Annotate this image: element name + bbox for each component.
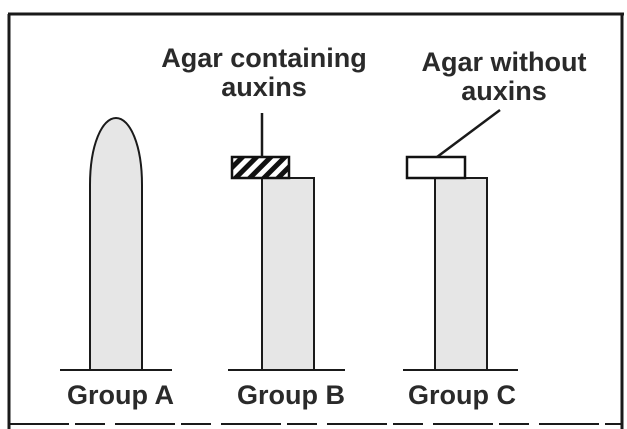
label-agar-without-auxins-line1: Agar without: [421, 47, 587, 77]
pointer-line-c: [436, 108, 501, 159]
label-agar-with-auxins-line1: Agar containing: [161, 43, 367, 73]
label-agar-with-auxins: Agar containing auxins: [140, 44, 388, 102]
agar-block-with-auxin: [230, 155, 291, 180]
label-agar-without-auxins-line2: auxins: [461, 76, 547, 106]
group-label-c: Group C: [408, 380, 516, 410]
coleoptile-cut-b: [261, 177, 315, 371]
agar-block-without-auxin: [405, 155, 467, 180]
label-agar-with-auxins-line2: auxins: [221, 72, 307, 102]
group-label-a: Group A: [67, 380, 174, 410]
coleoptile-intact-a: [89, 116, 143, 371]
label-agar-without-auxins: Agar without auxins: [395, 48, 613, 106]
group-label-b: Group B: [237, 380, 345, 410]
coleoptile-cut-c: [434, 177, 488, 371]
